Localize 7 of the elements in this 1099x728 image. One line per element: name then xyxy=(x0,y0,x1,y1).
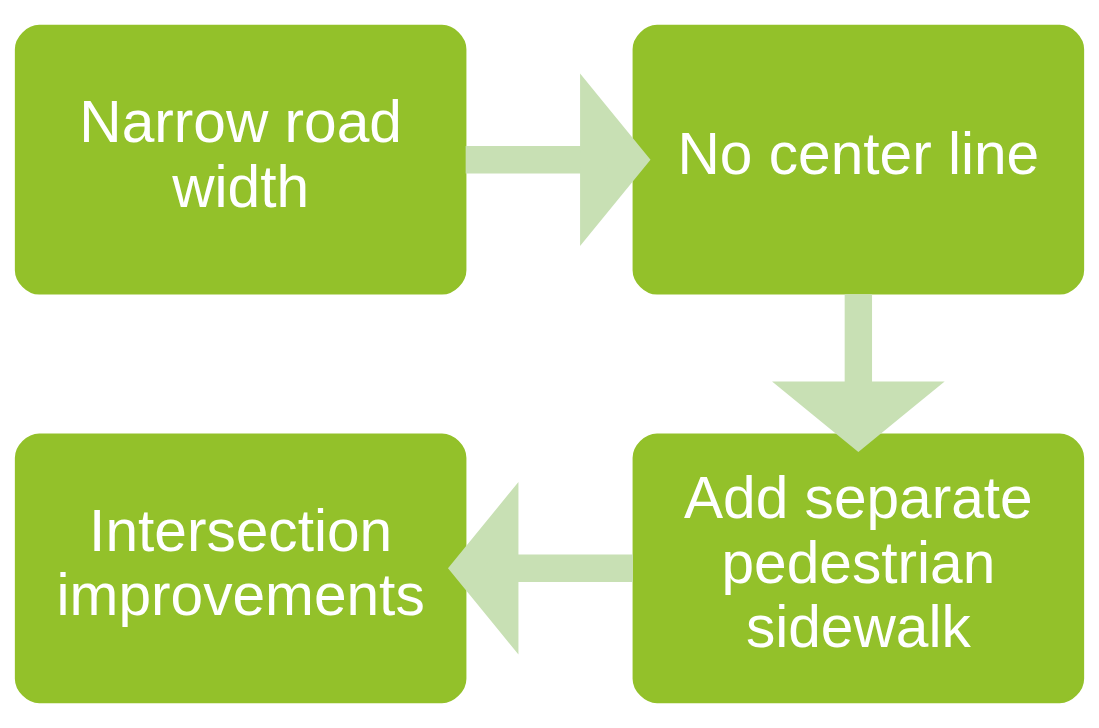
arrow xyxy=(448,481,633,655)
arrow xyxy=(772,294,945,452)
node-box: No center line xyxy=(632,24,1085,295)
node-box: Add separate pedestrian sidewalk xyxy=(632,433,1085,704)
node-box: Intersection improvements xyxy=(14,433,467,704)
arrow xyxy=(465,73,651,247)
node-box: Narrow road width xyxy=(14,24,467,295)
